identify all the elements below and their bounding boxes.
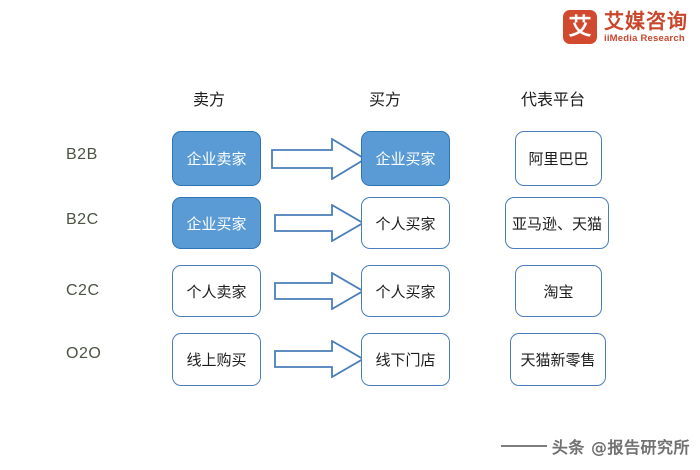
footer-watermark: 头条 @报告研究所 bbox=[500, 434, 690, 458]
seller-node-c2c: 个人卖家 bbox=[172, 265, 261, 317]
column-header-platform: 代表平台 bbox=[521, 90, 586, 109]
arrow-right-icon bbox=[274, 204, 364, 242]
buyer-node-c2c: 个人买家 bbox=[361, 265, 450, 317]
row-label-b2b: B2B bbox=[66, 146, 98, 163]
brand-name-en: iiMedia Research bbox=[604, 32, 685, 44]
brand-text: 艾媒咨询 iiMedia Research bbox=[604, 11, 688, 44]
row-label-o2o: O2O bbox=[66, 345, 102, 362]
platform-node-c2c: 淘宝 bbox=[515, 265, 602, 317]
row-label-b2c: B2C bbox=[66, 211, 99, 228]
seller-node-b2b: 企业卖家 bbox=[172, 131, 261, 186]
column-header-seller: 卖方 bbox=[193, 90, 226, 109]
arrow-right-icon bbox=[274, 340, 364, 378]
seller-node-o2o: 线上购买 bbox=[172, 333, 261, 386]
arrow-right-icon bbox=[271, 138, 366, 180]
iimedia-logo-icon: 艾 bbox=[563, 10, 597, 44]
brand-logo: 艾 艾媒咨询 iiMedia Research bbox=[563, 10, 688, 44]
row-label-c2c: C2C bbox=[66, 282, 100, 299]
watermark-rule bbox=[500, 445, 547, 447]
seller-node-b2c: 企业买家 bbox=[172, 197, 261, 249]
buyer-node-b2c: 个人买家 bbox=[361, 197, 450, 249]
platform-node-o2o: 天猫新零售 bbox=[510, 333, 606, 386]
platform-node-b2c: 亚马逊、天猫 bbox=[505, 197, 609, 249]
column-header-buyer: 买方 bbox=[369, 90, 402, 109]
arrow-right-icon bbox=[274, 272, 364, 310]
platform-node-b2b: 阿里巴巴 bbox=[515, 131, 602, 186]
brand-name-cn: 艾媒咨询 bbox=[604, 8, 688, 33]
watermark-text: 头条 @报告研究所 bbox=[551, 438, 690, 457]
buyer-node-o2o: 线下门店 bbox=[361, 333, 450, 386]
buyer-node-b2b: 企业买家 bbox=[361, 131, 450, 186]
